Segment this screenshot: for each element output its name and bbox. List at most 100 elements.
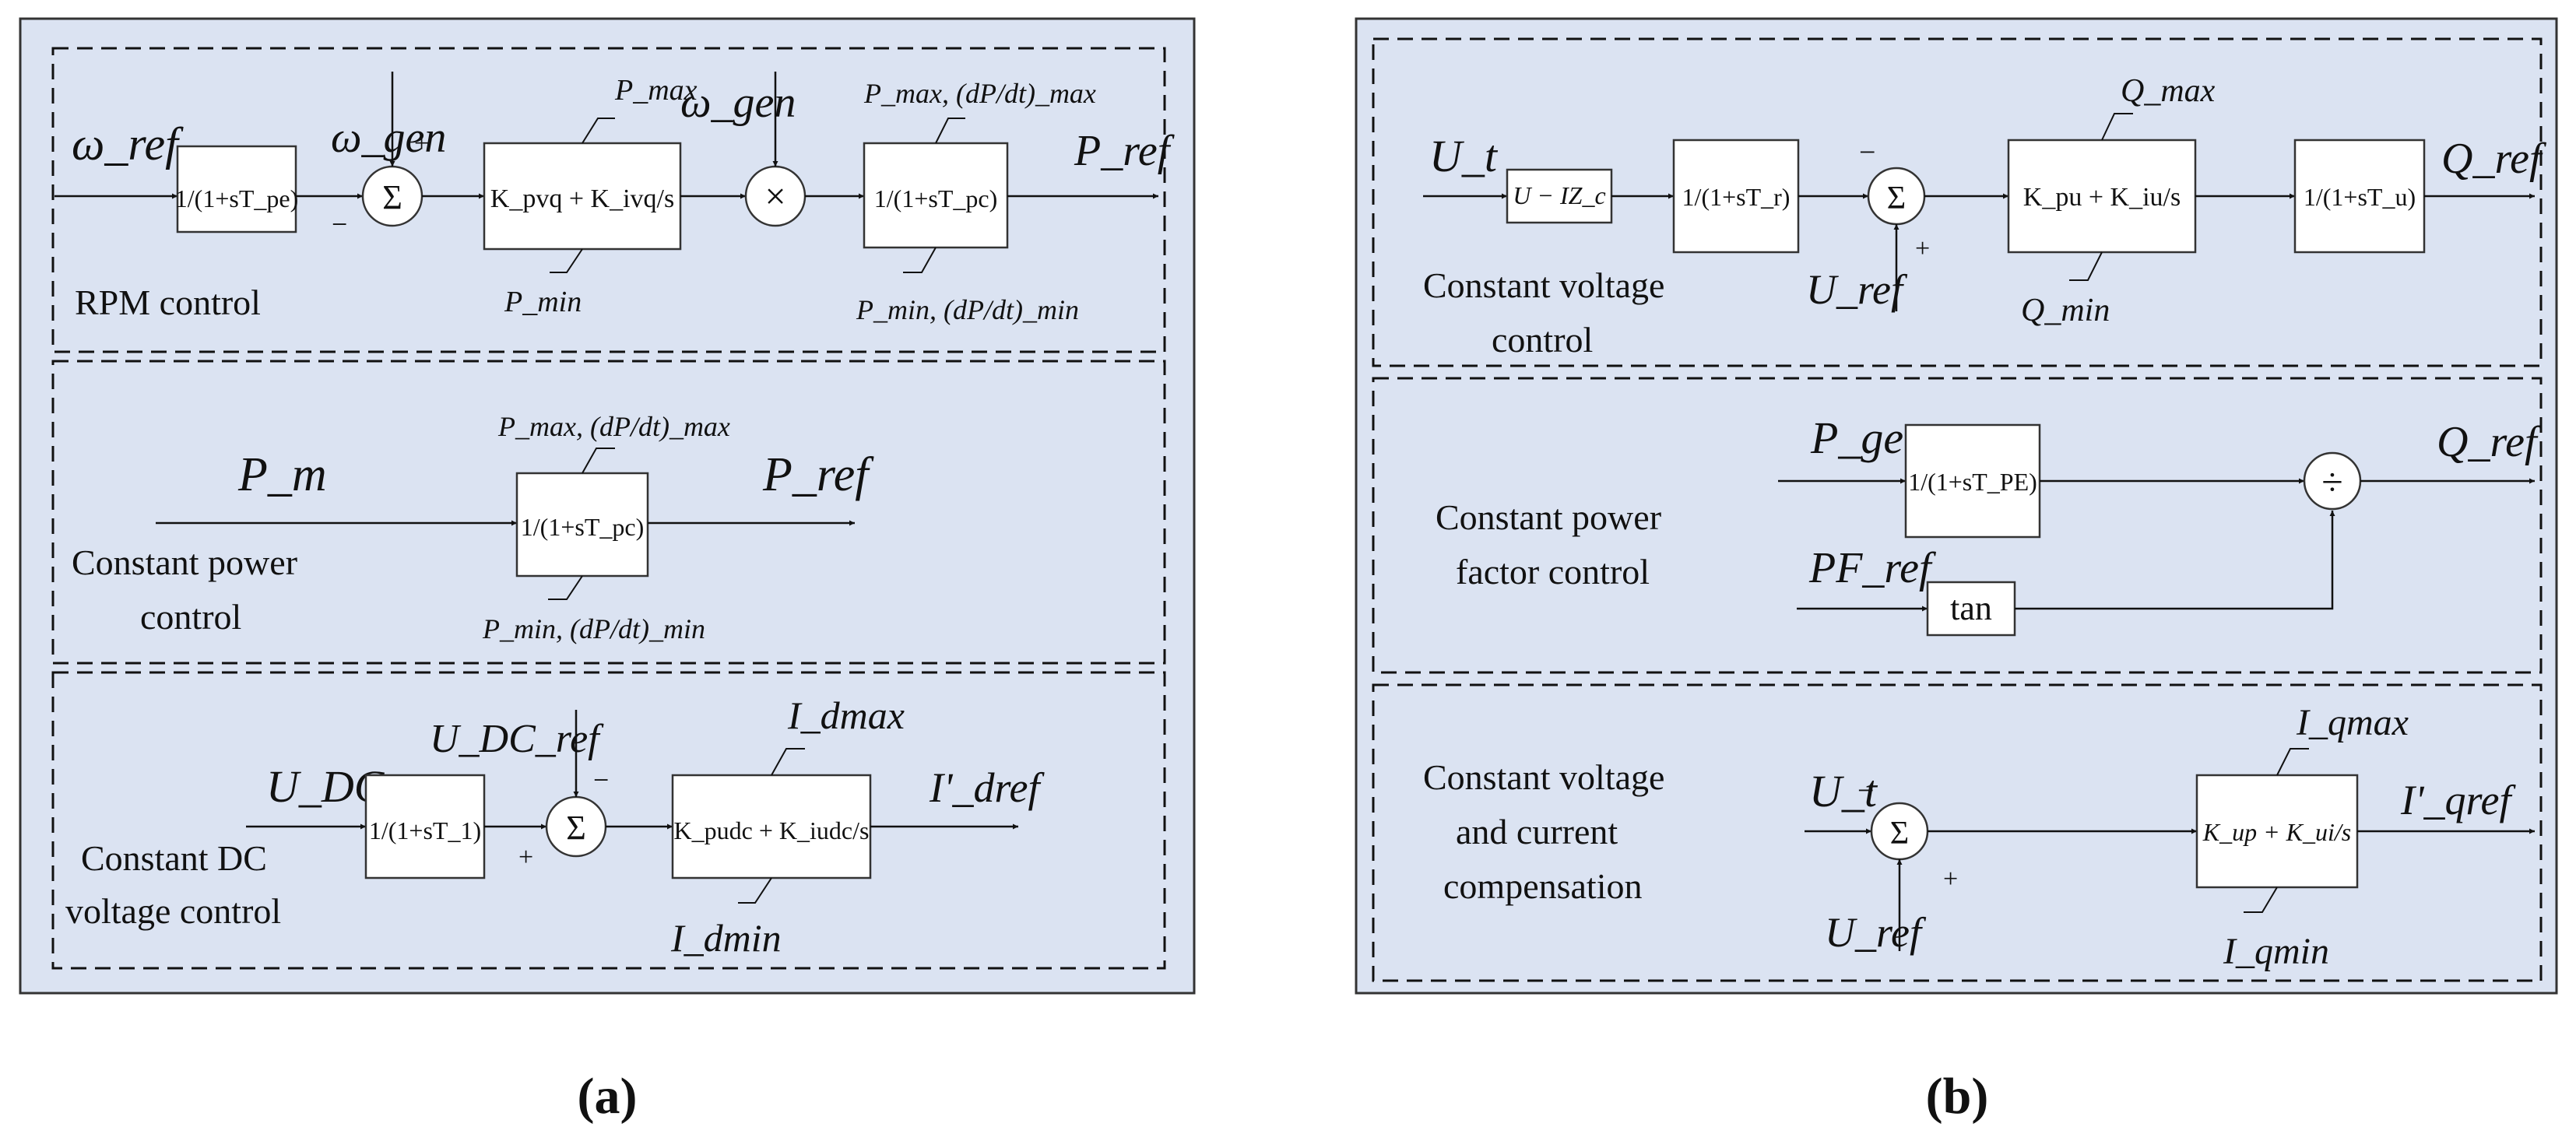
voltage-out-block xyxy=(2293,139,2426,254)
omega-ref-label: ω_ref xyxy=(72,118,184,170)
voltage-output-label: Q_ref xyxy=(2441,135,2547,183)
comp-limit-max-tick xyxy=(2276,748,2309,776)
comp-limit-max: I_qmax xyxy=(2296,702,2409,743)
constant-power-block-text: 1/(1+sT_pc) xyxy=(521,513,644,541)
dc-sum-plus: + xyxy=(518,843,533,872)
comp-block-text: U − IZ_c xyxy=(1513,181,1605,209)
uref-label-2: U_ref xyxy=(1825,909,1927,956)
voltage-limit-min: Q_min xyxy=(2021,293,2110,328)
dc-limit-min: I_dmin xyxy=(670,916,782,960)
power-factor-section-border xyxy=(1372,377,2543,674)
comp-sum-plus: + xyxy=(1943,865,1958,893)
ut-input-label-2: U_t xyxy=(1809,766,1878,816)
tan-block xyxy=(1926,581,2016,637)
compensation-label-3: compensation xyxy=(1443,866,1643,906)
voltage-label-2: control xyxy=(1492,320,1593,360)
dc-sum-minus: − xyxy=(593,764,609,795)
dc-voltage-label-1: Constant DC xyxy=(81,838,267,878)
voltage-filter-block xyxy=(1672,139,1800,254)
rpm-multiply-symbol: × xyxy=(764,176,785,217)
rpm-sum-symbol: Σ xyxy=(382,178,402,216)
rpm-pi-limit-min-tick xyxy=(550,248,583,273)
dc-limit-max: I_dmax xyxy=(787,693,905,737)
constant-power-output-label: P_ref xyxy=(762,448,874,501)
voltage-pi-block-text: K_pu + K_iu/s xyxy=(2023,183,2181,212)
power-factor-block xyxy=(1904,423,2041,539)
comp-block xyxy=(1506,168,1613,224)
rpm-rate-limit-max: P_max, (dP/dt)_max xyxy=(863,78,1096,109)
rpm-pi-limit-max: P_max xyxy=(614,74,698,107)
comp-limit-min-tick xyxy=(2244,886,2278,913)
voltage-sum-plus: + xyxy=(1915,234,1930,263)
compensation-label-1: Constant voltage xyxy=(1423,757,1664,797)
voltage-limit-max-tick xyxy=(2101,113,2133,141)
ut-input-label-1: U_t xyxy=(1429,131,1499,181)
power-factor-label-1: Constant power xyxy=(1436,497,1661,537)
panel-a-caption: (a) xyxy=(578,1068,638,1125)
rpm-rate-block-text: 1/(1+sT_pc) xyxy=(874,184,997,212)
constant-power-section: P_m 1/(1+sT_pc) P_max, (dP/dt)_max P_min… xyxy=(72,411,874,644)
voltage-filter-block-text: 1/(1+sT_r) xyxy=(1682,183,1791,211)
constant-power-limit-max-tick xyxy=(582,448,615,474)
pf-output-label: Q_ref xyxy=(2437,418,2543,466)
rpm-sum-plus: + xyxy=(414,129,429,158)
compensation-section: U_t − Σ + U_ref K_up + K_ui/s I_qmax I_q… xyxy=(1423,702,2535,972)
comp-pi-block-text: K_up + K_ui/s xyxy=(2202,818,2352,846)
omega-gen-label-2: ω_gen xyxy=(680,79,796,127)
rpm-pi-limit-min: P_min xyxy=(504,286,582,318)
dc-sum-symbol: Σ xyxy=(566,809,586,847)
rpm-sum-minus: − xyxy=(332,209,347,240)
voltage-out-block-text: 1/(1+sT_u) xyxy=(2304,183,2416,211)
voltage-section-border xyxy=(1372,37,2543,367)
rpm-pi-block-text: K_pvq + K_ivq/s xyxy=(490,184,674,213)
voltage-pi-block xyxy=(2007,139,2197,254)
rpm-rate-limit-min: P_min, (dP/dt)_min xyxy=(856,294,1079,325)
voltage-limit-max: Q_max xyxy=(2121,73,2216,109)
voltage-sum-minus: − xyxy=(1859,136,1875,169)
rpm-rate-block xyxy=(863,142,1009,249)
panel-b-caption: (b) xyxy=(1926,1068,1989,1125)
power-factor-label-2: factor control xyxy=(1456,552,1650,592)
dc-limit-min-tick xyxy=(738,877,772,904)
panel-a: ω_ref 1/(1+sT_pe) Σ ω_gen + − K_pvq + K_… xyxy=(19,17,1196,1125)
dc-voltage-section-border xyxy=(51,671,1166,970)
constant-power-section-border xyxy=(51,360,1166,665)
comp-output-label: I'_qref xyxy=(2400,777,2517,823)
tan-out-line xyxy=(2015,511,2335,610)
voltage-limit-min-tick xyxy=(2069,251,2103,281)
pm-input-label: P_m xyxy=(237,448,327,501)
divide-symbol: ÷ xyxy=(2321,460,2342,504)
power-factor-block-text: 1/(1+sT_PE) xyxy=(1908,468,2037,496)
rpm-filter-block xyxy=(176,145,297,233)
dc-voltage-section: U_DC 1/(1+sT_1) Σ U_DC_ref − + K_pudc + … xyxy=(65,693,1046,960)
rpm-output-label: P_ref xyxy=(1074,127,1176,175)
compensation-section-border xyxy=(1372,683,2543,982)
comp-sum-symbol: Σ xyxy=(1890,816,1909,851)
constant-power-limit-max: P_max, (dP/dt)_max xyxy=(497,411,730,442)
omega-gen-label-1: ω_gen xyxy=(331,114,446,162)
udc-ref-label: U_DC_ref xyxy=(430,717,604,761)
dc-output-label: I'_dref xyxy=(929,764,1046,811)
panel-b: U_t U − IZ_c 1/(1+sT_r) Σ − + U_ref K_pu… xyxy=(1355,17,2558,1125)
power-factor-section: P_gen 1/(1+sT_PE) ÷ Q_ref PF_ref tan Con… xyxy=(1436,413,2543,637)
constant-power-limit-min-tick xyxy=(548,575,583,600)
voltage-section: U_t U − IZ_c 1/(1+sT_r) Σ − + U_ref K_pu… xyxy=(1423,73,2547,360)
voltage-label-1: Constant voltage xyxy=(1423,265,1664,305)
uref-label-1: U_ref xyxy=(1806,266,1908,313)
tan-block-text: tan xyxy=(1950,589,1992,627)
rpm-section: ω_ref 1/(1+sT_pe) Σ ω_gen + − K_pvq + K_… xyxy=(54,72,1176,325)
rpm-section-label: RPM control xyxy=(75,283,261,322)
dc-pi-block-text: K_pudc + K_iudc/s xyxy=(674,816,870,844)
dc-filter-block-text: 1/(1+sT_1) xyxy=(369,816,481,844)
rpm-rate-limit-min-tick xyxy=(903,247,937,273)
constant-power-limit-min: P_min, (dP/dt)_min xyxy=(482,613,705,644)
constant-power-label-2: control xyxy=(140,597,241,637)
comp-sum-minus: − xyxy=(1857,774,1874,807)
rpm-filter-block-text: 1/(1+sT_pe) xyxy=(175,184,298,212)
compensation-label-2: and current xyxy=(1456,812,1618,851)
dc-limit-max-tick xyxy=(771,748,805,776)
rpm-rate-limit-max-tick xyxy=(935,118,965,144)
pfref-input-label: PF_ref xyxy=(1808,544,1937,592)
